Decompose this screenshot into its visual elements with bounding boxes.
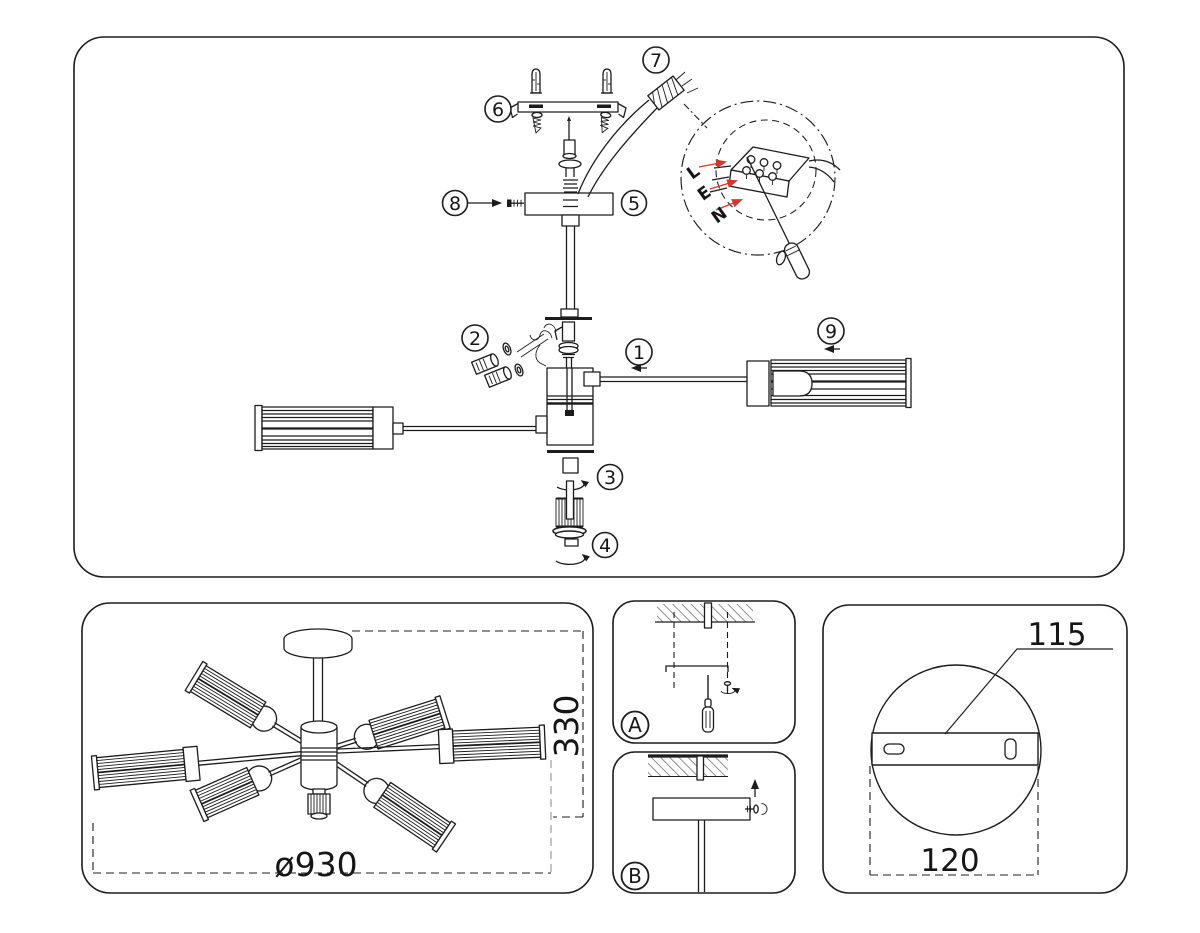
panel-exploded-view (73, 36, 1125, 578)
ceiling-canopy (524, 192, 614, 216)
dimension-lines (92, 630, 584, 874)
canopy-dimension-view: 115 120 (869, 617, 1113, 879)
callout-1: 1 (633, 342, 645, 364)
callout-7: 7 (650, 50, 662, 72)
callout-8: 8 (449, 193, 461, 215)
arm-right (333, 724, 547, 765)
callout-3: 3 (604, 467, 616, 489)
left-arm-shade (254, 404, 548, 452)
screwdriver-icon (746, 156, 811, 280)
height-dimension: 330 (547, 695, 586, 758)
socket-parts (470, 342, 524, 388)
arm-lower-right (330, 758, 457, 853)
dimension-view: 330 ø930 (90, 628, 586, 884)
callout-5: 5 (628, 193, 640, 215)
bracket-length-dimension: 115 (1027, 617, 1086, 653)
arm-lower-left (189, 754, 308, 823)
exploded-assembly: L E N (254, 46, 912, 565)
step-a-label: A (628, 713, 642, 737)
step-a-view: A (620, 602, 755, 740)
callout-6: 6 (492, 99, 504, 121)
arm-upper-left (184, 660, 310, 748)
screwdriver-a-icon (701, 675, 715, 733)
mounting-bracket-group (509, 68, 627, 193)
arm-left (90, 745, 306, 791)
screw-a-icon (720, 681, 741, 695)
canopy-width-dimension: 120 (920, 843, 979, 879)
central-rod (516, 214, 592, 368)
step-b-view: B (620, 754, 768, 892)
callout-9: 9 (825, 321, 837, 343)
supply-wires (577, 71, 708, 198)
callout-2: 2 (469, 328, 481, 350)
callout-4: 4 (599, 535, 611, 557)
step-b-label: B (628, 864, 642, 888)
diameter-dimension: ø930 (274, 845, 357, 884)
callouts: 6 7 8 5 2 1 9 3 4 (441, 46, 845, 559)
screw-b-icon (745, 803, 768, 815)
arm-upper-right (332, 695, 451, 750)
panel-step-a (612, 600, 796, 744)
finial-parts (552, 457, 591, 565)
right-arm-shade (583, 357, 912, 409)
chandelier-body (283, 628, 353, 820)
